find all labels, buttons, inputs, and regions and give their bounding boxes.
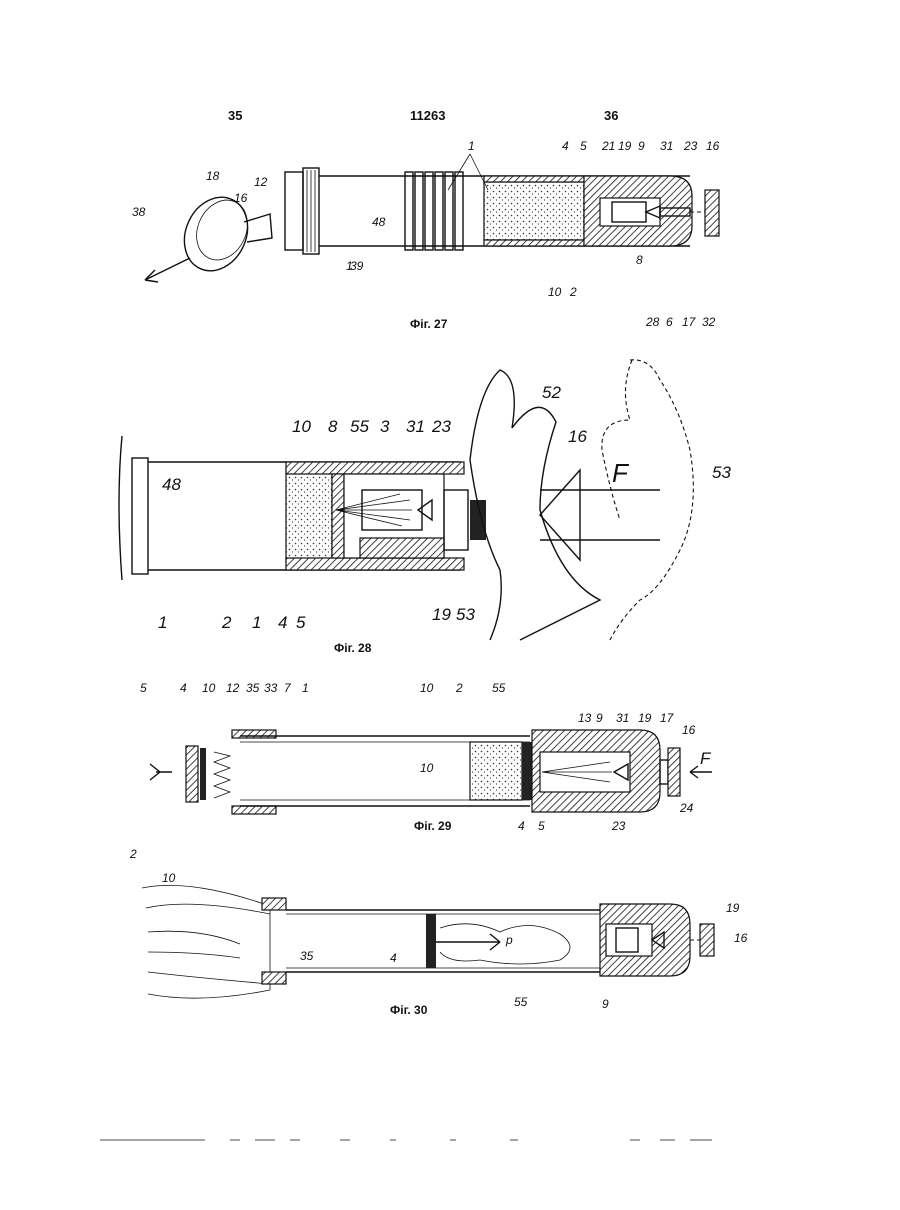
svg-text:24: 24 <box>679 801 694 815</box>
svg-text:2: 2 <box>455 681 463 695</box>
svg-text:8: 8 <box>636 253 643 267</box>
svg-text:10: 10 <box>420 681 434 695</box>
svg-text:18: 18 <box>206 169 220 183</box>
tube-section <box>262 898 714 984</box>
svg-text:52: 52 <box>542 383 561 402</box>
svg-text:10: 10 <box>292 417 311 436</box>
svg-text:21: 21 <box>601 139 615 153</box>
svg-text:48: 48 <box>162 475 181 494</box>
svg-text:p: p <box>505 933 513 947</box>
svg-text:1: 1 <box>158 613 167 632</box>
svg-text:5: 5 <box>580 139 587 153</box>
svg-text:F: F <box>700 749 712 768</box>
svg-text:12: 12 <box>226 681 240 695</box>
svg-text:55: 55 <box>492 681 506 695</box>
svg-text:23: 23 <box>431 417 451 436</box>
svg-text:1: 1 <box>302 681 309 695</box>
svg-text:23: 23 <box>683 139 698 153</box>
fig29-caption: Фіг. 29 <box>414 819 452 833</box>
svg-text:32: 32 <box>702 315 716 329</box>
svg-text:16: 16 <box>734 931 748 945</box>
svg-text:8: 8 <box>328 417 338 436</box>
svg-text:13: 13 <box>578 711 592 725</box>
patent-number: 11263 <box>410 108 445 123</box>
svg-text:53: 53 <box>456 605 475 624</box>
svg-text:6: 6 <box>666 315 673 329</box>
svg-text:3: 3 <box>380 417 390 436</box>
svg-text:19: 19 <box>618 139 632 153</box>
svg-text:4: 4 <box>390 951 397 965</box>
figure-30: 2 10 35 4 p 55 9 19 16 Фіг. 30 <box>0 848 900 1028</box>
svg-text:5: 5 <box>296 613 306 632</box>
svg-text:35: 35 <box>300 949 314 963</box>
svg-text:4: 4 <box>562 139 569 153</box>
scan-dust-line <box>100 1136 720 1144</box>
svg-text:5: 5 <box>538 819 545 833</box>
svg-text:1: 1 <box>468 139 475 153</box>
svg-text:19: 19 <box>726 901 740 915</box>
svg-text:33: 33 <box>264 681 278 695</box>
svg-text:10: 10 <box>548 285 562 299</box>
svg-text:55: 55 <box>350 417 369 436</box>
svg-text:2: 2 <box>221 613 232 632</box>
figure-27: 38 18 16 12 1 48 39 1 10 2 4 5 21 19 9 3… <box>0 130 900 340</box>
svg-text:7: 7 <box>284 681 292 695</box>
svg-text:10: 10 <box>420 761 434 775</box>
svg-text:31: 31 <box>616 711 629 725</box>
fig30-caption: Фіг. 30 <box>390 1003 428 1017</box>
left-page-number: 35 <box>228 108 242 123</box>
svg-text:31: 31 <box>406 417 425 436</box>
svg-text:9: 9 <box>596 711 603 725</box>
svg-text:5: 5 <box>140 681 147 695</box>
svg-text:F: F <box>612 458 630 488</box>
svg-text:16: 16 <box>682 723 696 737</box>
cap-part <box>145 187 272 282</box>
svg-text:16: 16 <box>706 139 720 153</box>
svg-text:55: 55 <box>514 995 528 1009</box>
svg-text:35: 35 <box>246 681 260 695</box>
svg-text:4: 4 <box>278 613 287 632</box>
svg-text:19: 19 <box>432 605 451 624</box>
svg-text:9: 9 <box>602 997 609 1011</box>
fig28-caption: Фіг. 28 <box>334 641 372 655</box>
fig27-caption: Фіг. 27 <box>410 317 448 331</box>
svg-text:28: 28 <box>645 315 660 329</box>
flashlight-body <box>285 168 719 254</box>
svg-text:53: 53 <box>712 463 731 482</box>
svg-text:9: 9 <box>638 139 645 153</box>
svg-text:10: 10 <box>162 871 176 885</box>
svg-text:10: 10 <box>202 681 216 695</box>
svg-text:23: 23 <box>611 819 626 833</box>
svg-text:4: 4 <box>518 819 525 833</box>
figure-29: 5 4 10 12 35 33 7 1 10 2 55 13 9 31 19 1… <box>0 672 900 842</box>
balloon-and-powder <box>142 885 270 998</box>
svg-text:17: 17 <box>660 711 675 725</box>
svg-text:12: 12 <box>254 175 268 189</box>
fig28-labels: 10 8 55 3 31 23 48 1 2 1 4 5 19 53 52 16… <box>158 383 731 632</box>
svg-text:2: 2 <box>569 285 577 299</box>
svg-text:4: 4 <box>180 681 187 695</box>
right-page-number: 36 <box>604 108 618 123</box>
svg-text:17: 17 <box>682 315 697 329</box>
svg-text:19: 19 <box>638 711 652 725</box>
hand-drawing <box>470 360 693 640</box>
svg-text:31: 31 <box>660 139 673 153</box>
svg-text:38: 38 <box>132 205 146 219</box>
figure-28: 10 8 55 3 31 23 48 1 2 1 4 5 19 53 52 16… <box>0 350 900 660</box>
svg-text:39: 39 <box>350 259 364 273</box>
svg-text:48: 48 <box>372 215 386 229</box>
svg-text:2: 2 <box>129 847 137 861</box>
svg-text:16: 16 <box>234 191 248 205</box>
tube-section <box>119 436 486 580</box>
svg-text:1: 1 <box>252 613 261 632</box>
svg-text:16: 16 <box>568 427 587 446</box>
